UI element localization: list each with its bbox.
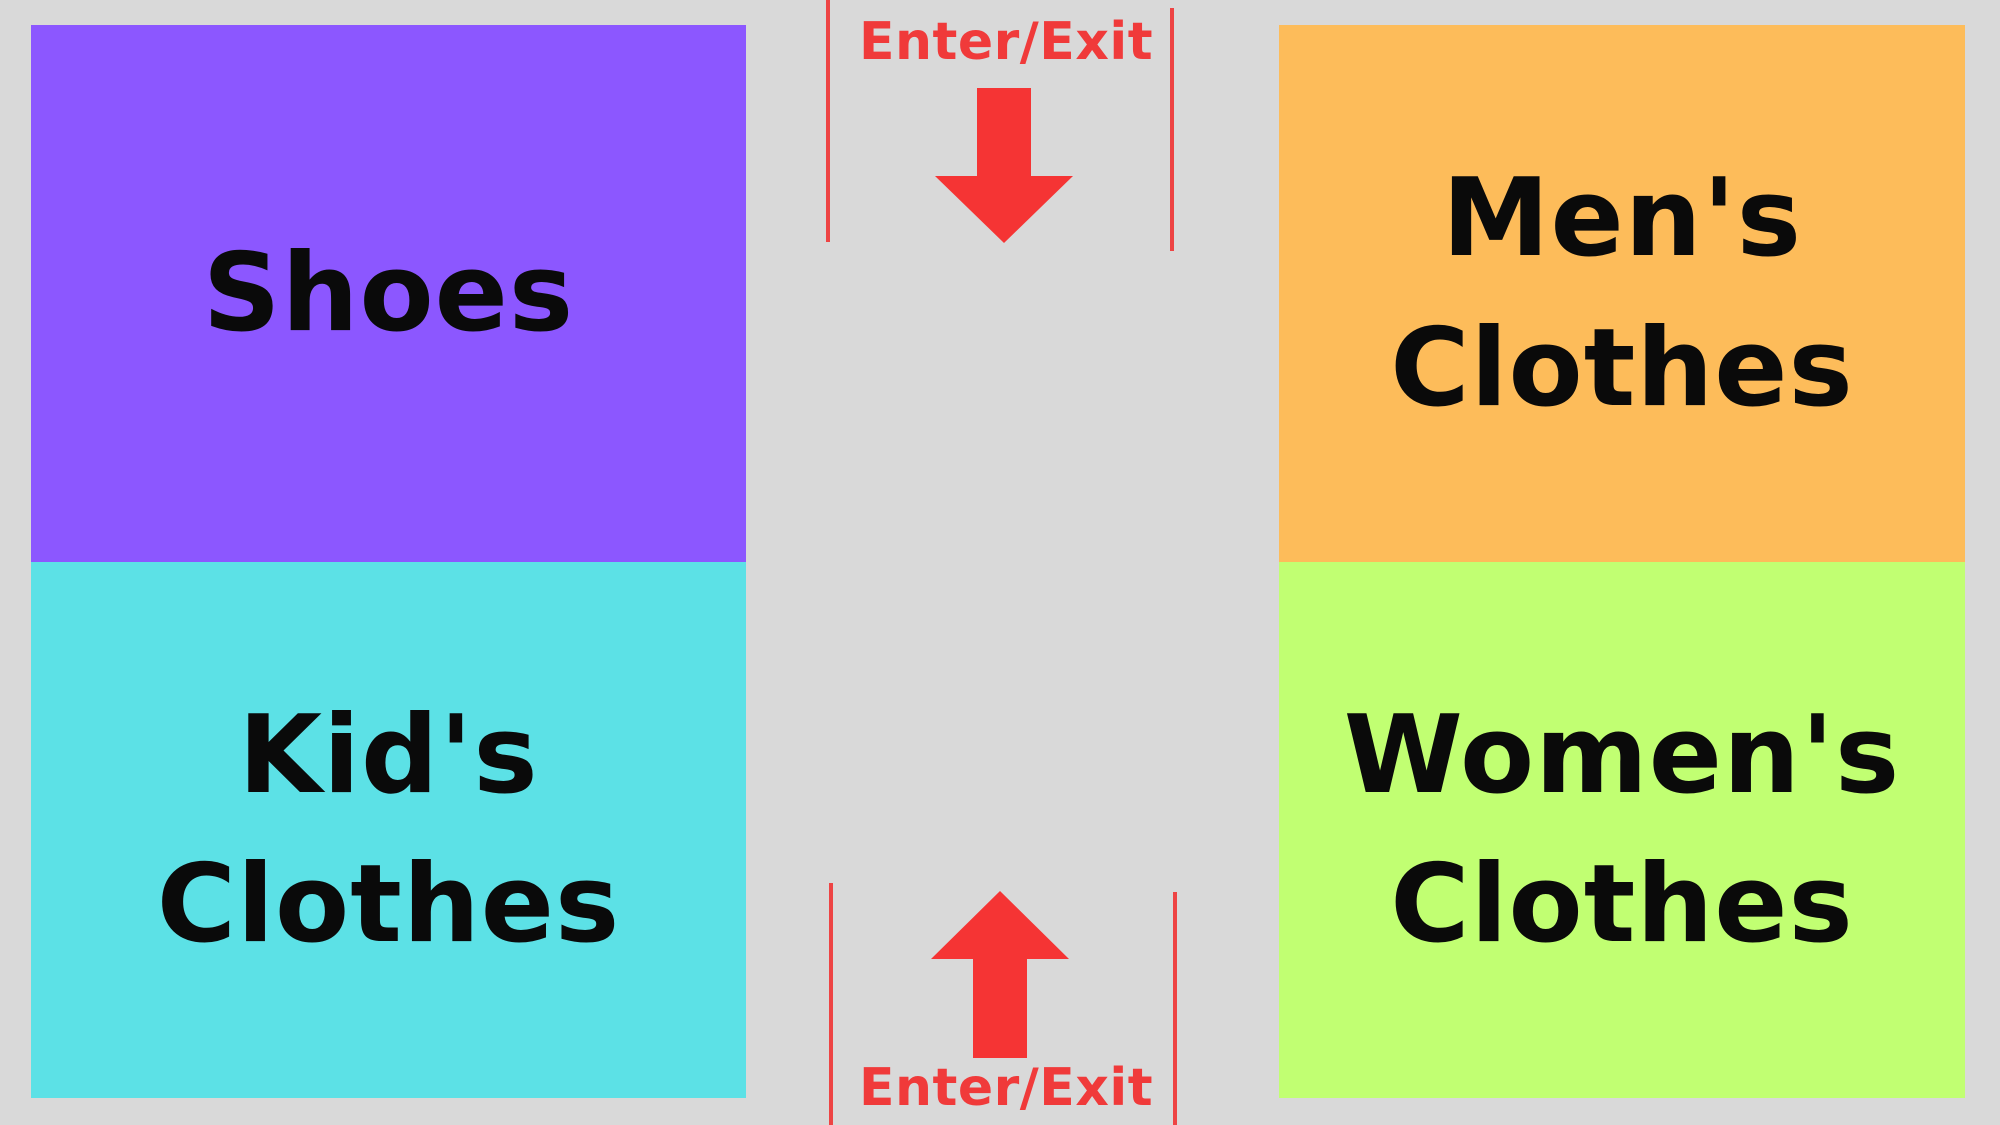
top-entrance-label: Enter/Exit [859,12,1154,72]
mens-clothes-label: Men's Clothes [1390,156,1854,431]
shoes-section: Shoes [31,25,746,562]
bottom-entrance-left-wall [829,883,833,1125]
bottom-entrance-label: Enter/Exit [859,1058,1154,1118]
mens-clothes-section: Men's Clothes [1279,25,1965,562]
bottom-entrance-right-wall [1173,892,1177,1125]
kids-clothes-label: Kid's Clothes [156,692,621,967]
top-entrance-right-wall [1170,8,1174,251]
kids-clothes-section: Kid's Clothes [31,562,746,1098]
womens-clothes-section: Women's Clothes [1279,562,1965,1098]
womens-clothes-label: Women's Clothes [1343,692,1901,967]
arrow-down-icon [935,88,1073,243]
shoes-label: Shoes [202,230,575,356]
arrow-up-icon [931,891,1069,1058]
top-entrance-left-wall [826,0,830,242]
